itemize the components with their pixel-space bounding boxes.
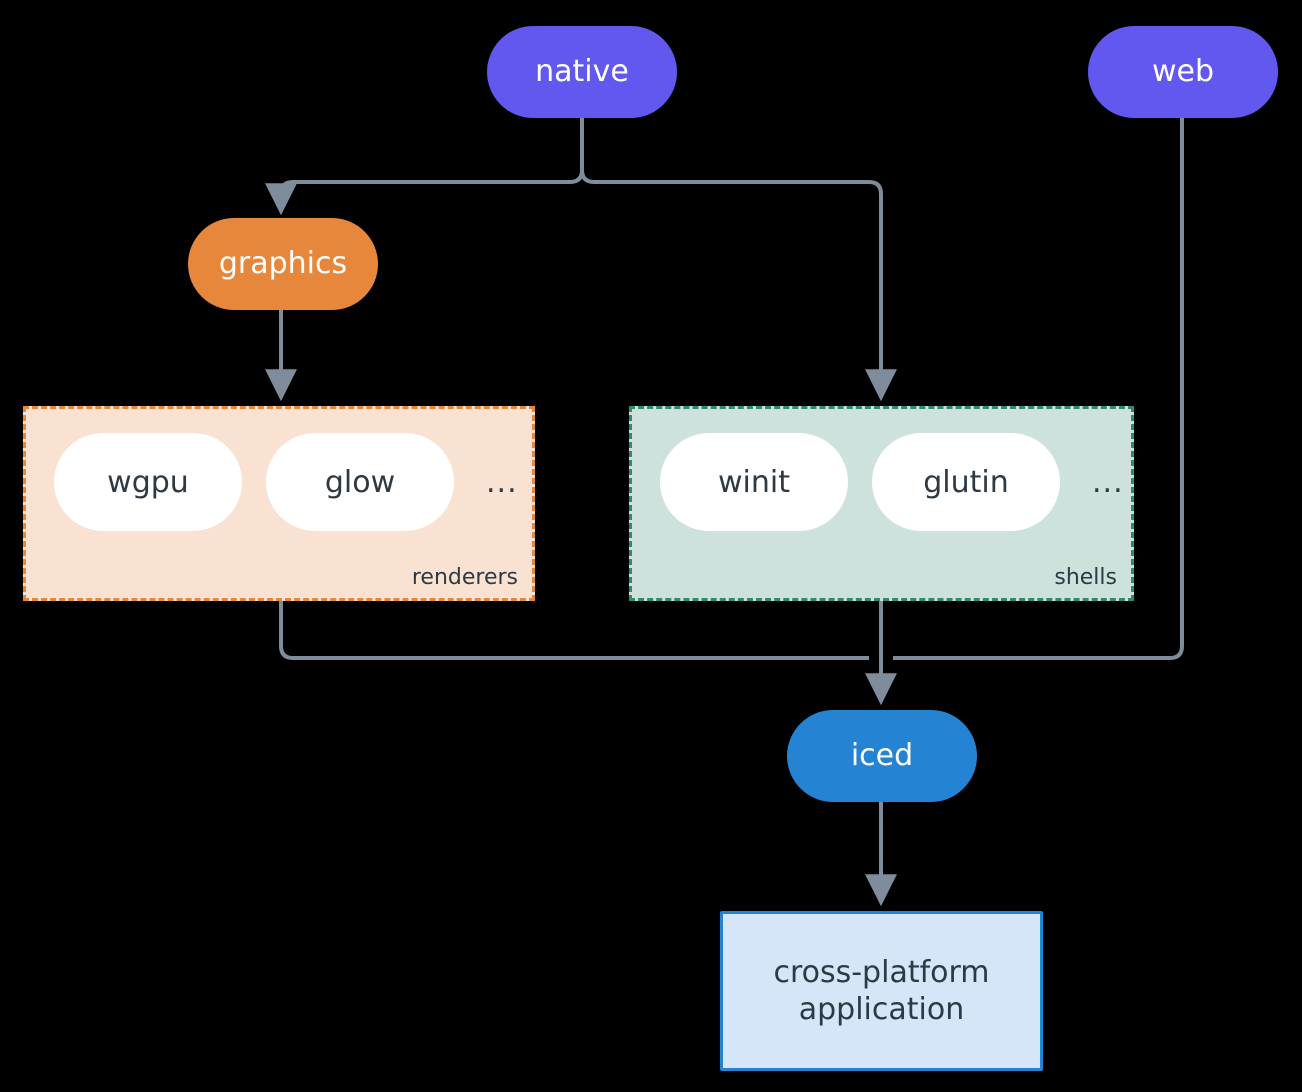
renderers-more-ellipsis: ...: [486, 464, 518, 500]
node-web[interactable]: web: [1088, 26, 1278, 118]
node-cross-platform-application[interactable]: cross-platform application: [720, 911, 1043, 1071]
group-shells: winit glutin ... shells: [629, 406, 1134, 601]
edge-renderers-to-iced: [279, 601, 869, 660]
node-web-label: web: [1151, 54, 1215, 90]
chip-winit[interactable]: winit: [660, 433, 848, 531]
edge-native-to-graphics: [265, 118, 584, 216]
chip-glow[interactable]: glow: [266, 433, 454, 531]
node-native-label: native: [535, 54, 629, 90]
chip-glutin-label: glutin: [923, 464, 1009, 500]
application-label-line-1: cross-platform: [773, 954, 990, 990]
shells-more-ellipsis: ...: [1092, 464, 1124, 500]
chip-winit-label: winit: [718, 464, 790, 500]
group-shells-items: winit glutin ...: [660, 433, 1124, 531]
node-graphics[interactable]: graphics: [188, 218, 378, 310]
application-label-line-2: application: [798, 992, 965, 1027]
node-native[interactable]: native: [487, 26, 677, 118]
chip-wgpu[interactable]: wgpu: [54, 433, 242, 531]
group-renderers: wgpu glow ... renderers: [23, 406, 535, 601]
node-graphics-label: graphics: [218, 246, 348, 282]
node-iced[interactable]: iced: [787, 710, 977, 802]
node-iced-label: iced: [850, 738, 914, 774]
chip-wgpu-label: wgpu: [107, 464, 189, 500]
chip-glutin[interactable]: glutin: [872, 433, 1060, 531]
group-shells-label: shells: [1054, 565, 1117, 590]
chip-glow-label: glow: [324, 464, 396, 500]
group-renderers-label: renderers: [411, 565, 518, 590]
group-renderers-items: wgpu glow ...: [54, 433, 518, 531]
edge-native-to-shells: [580, 118, 897, 402]
